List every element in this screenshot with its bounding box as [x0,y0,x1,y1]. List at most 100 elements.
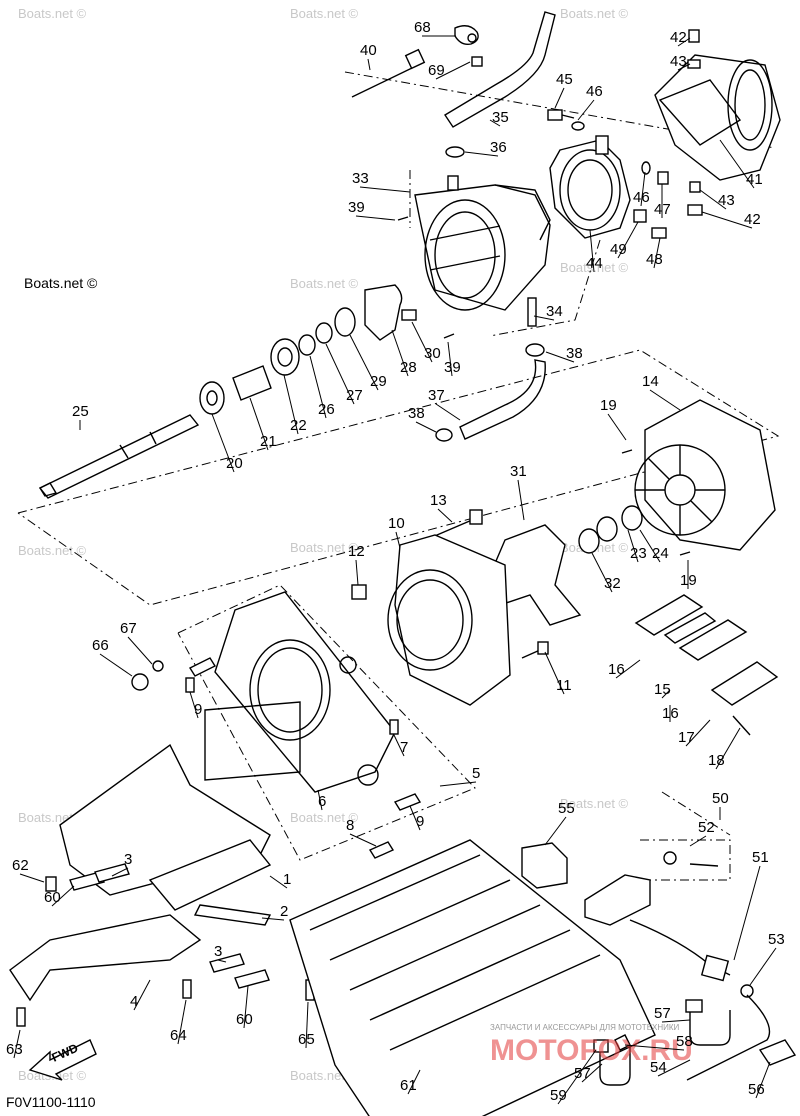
callout-number: 23 [630,545,647,562]
overlay-tagline: ЗАПЧАСТИ И АКСЕССУАРЫ ДЛЯ МОТОТЕХНИКИ [490,1023,680,1032]
leader-line [677,37,691,47]
leader-line [243,985,249,1029]
spacer-3-lower [209,953,245,973]
leader-line [615,659,641,679]
callout-number: 60 [44,889,61,906]
overlay-brand: MOTOFOX.RU [490,1034,693,1067]
bolt-11 [521,649,541,659]
callout-number: 16 [608,661,625,678]
callout-number: 18 [708,752,725,769]
leader-line [13,1029,21,1059]
callout-number: 55 [558,800,575,817]
nut-47 [657,171,669,185]
callout-number: 8 [346,817,354,834]
callout-number: 2 [280,903,288,920]
hull-grate-61 [289,839,656,1116]
leader-line [349,334,379,391]
leader-line [395,531,401,549]
leader-line [657,1059,691,1077]
clamp-57 [685,999,703,1013]
leader-line [99,653,133,677]
collar-49 [633,209,647,223]
hose-clamp-36 [445,146,465,158]
callout-number: 19 [600,397,617,414]
collar-12 [351,584,367,600]
leader-line [719,139,755,189]
leader-line [51,885,75,907]
leader-line [211,413,235,473]
callout-number: 31 [510,463,527,480]
callout-number: 54 [650,1059,667,1076]
pin-19-lower [679,551,691,556]
reverse-gate-41 [654,54,781,181]
leader-line [127,636,153,665]
spacer-26 [298,334,316,356]
leader-line [544,816,567,846]
bolt-62 [45,876,57,892]
shim-2 [193,904,272,926]
bolt-45-shank [561,114,575,119]
watermark: Boats.net © [560,796,629,811]
leader-line [437,508,453,523]
intake-grate-assembly-5 [204,591,396,793]
leader-line [715,727,741,770]
callout-number: 57 [574,1065,591,1082]
leader-line [111,867,129,877]
watermark: Boats.net © [560,260,629,275]
washer-67 [152,660,164,672]
callout-number: 59 [550,1087,567,1104]
washer-46-lower [641,161,651,175]
callout-number: 3 [124,851,132,868]
callout-number: 42 [744,211,761,228]
watermark: Boats.net © [560,6,629,21]
callout-number: 12 [348,543,365,560]
callout-number: 20 [226,455,243,472]
leader-line [349,833,377,847]
speed-sensor-50 [584,874,651,926]
callout-number: 41 [746,171,763,188]
boats-net-label: Boats.net © [24,275,98,291]
leader-line [589,229,595,273]
leader-line [439,781,477,787]
leader-line [533,315,555,321]
leader-line [624,1044,685,1051]
pin-7 [389,719,399,735]
leader-line [517,479,525,521]
leader-line [19,873,45,883]
callout-number: 63 [6,1041,23,1058]
nut-69 [471,56,483,67]
callout-number: 10 [388,515,405,532]
leader-line [393,734,405,757]
bolt-63 [16,1007,26,1027]
leader-line [325,343,355,405]
leader-line [677,63,691,71]
callout-number: 34 [546,303,563,320]
bolt-9-lower [393,793,422,811]
spacer-60-lower [234,969,270,989]
bearing-20 [199,381,225,415]
bolt-45 [547,109,563,121]
bolt-9-upper [185,677,195,693]
steering-nozzle-44 [549,135,631,239]
callout-number: 33 [352,170,369,187]
watermark: Boats.net © [290,276,359,291]
sleeve-21 [232,365,272,401]
callout-number: 50 [712,790,729,807]
leader-line [685,719,711,747]
callout-number: 32 [604,575,621,592]
callout-number: 49 [610,241,627,258]
watermark: Boats.net © [18,543,87,558]
callout-number: 53 [768,931,785,948]
callout-number: 45 [556,71,573,88]
leader-line [617,221,639,259]
spacer-3 [94,863,130,883]
leader-line [269,875,288,889]
callout-number: 58 [676,1033,693,1050]
sensor-56 [758,1039,797,1066]
shaft-52 [689,863,719,867]
spacer-32 [578,528,600,554]
pin-39-upper [397,216,409,221]
plate-1 [148,839,272,911]
leader-line [261,917,285,921]
